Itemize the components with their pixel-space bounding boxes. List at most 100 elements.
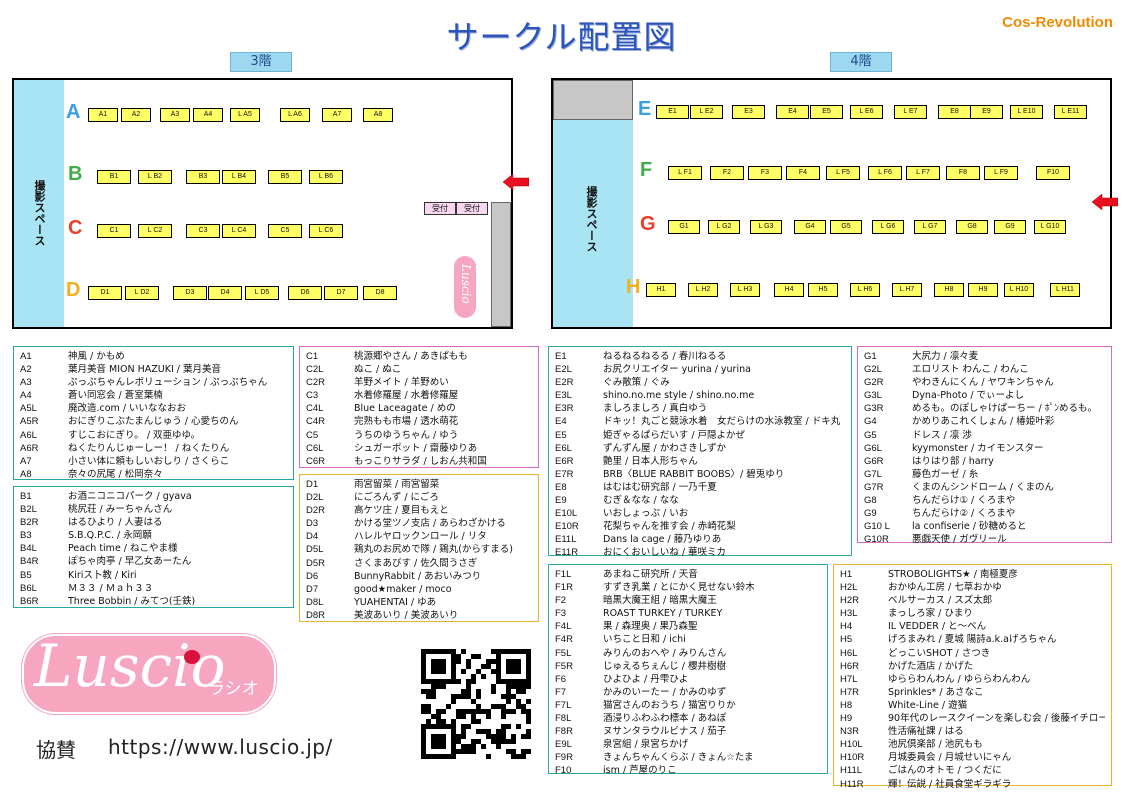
booth-f4[interactable]: F4	[786, 166, 820, 180]
booth-g8[interactable]: G8	[956, 220, 988, 234]
booth-d3[interactable]: D3	[173, 286, 207, 300]
booth-g3[interactable]: L G3	[750, 220, 782, 234]
booth-a2[interactable]: A2	[121, 108, 151, 122]
booth-c1[interactable]: C1	[97, 224, 131, 238]
booth-f2[interactable]: F2	[710, 166, 744, 180]
booth-b1[interactable]: B1	[97, 170, 131, 184]
booth-b3[interactable]: B3	[186, 170, 220, 184]
booth-f1[interactable]: L F1	[668, 166, 702, 180]
booth-e11[interactable]: L E11	[1054, 105, 1087, 119]
booth-h4[interactable]: H4	[774, 283, 804, 297]
booth-h10[interactable]: L H10	[1004, 283, 1034, 297]
booth-h3[interactable]: L H3	[730, 283, 760, 297]
booth-h5[interactable]: H5	[808, 283, 838, 297]
booth-f10[interactable]: F10	[1036, 166, 1070, 180]
booth-h7[interactable]: L H7	[892, 283, 922, 297]
booth-a8[interactable]: A8	[363, 108, 393, 122]
booth-f6[interactable]: L F6	[868, 166, 902, 180]
booth-g7[interactable]: L G7	[914, 220, 946, 234]
booth-g5[interactable]: G5	[830, 220, 862, 234]
booth-a7[interactable]: A7	[322, 108, 352, 122]
booth-g4[interactable]: G4	[794, 220, 826, 234]
booth-b2[interactable]: L B2	[138, 170, 172, 184]
booth-a3[interactable]: A3	[160, 108, 190, 122]
booth-b6[interactable]: L B6	[309, 170, 343, 184]
booth-g1[interactable]: G1	[668, 220, 700, 234]
booth-d7[interactable]: D7	[324, 286, 358, 300]
booth-c5[interactable]: C5	[268, 224, 302, 238]
booth-e5[interactable]: E5	[810, 105, 843, 119]
booth-g9[interactable]: G9	[994, 220, 1026, 234]
booth-a5[interactable]: L A5	[230, 108, 260, 122]
booth-a6[interactable]: L A6	[280, 108, 310, 122]
booth-b4[interactable]: L B4	[222, 170, 256, 184]
booth-g2[interactable]: L G2	[708, 220, 740, 234]
booth-e2[interactable]: L E2	[690, 105, 723, 119]
booth-e6[interactable]: L E6	[850, 105, 883, 119]
booth-h8[interactable]: H8	[934, 283, 964, 297]
booth-c4[interactable]: L C4	[222, 224, 256, 238]
booth-e1[interactable]: E1	[656, 105, 689, 119]
booth-e4[interactable]: E4	[776, 105, 809, 119]
booth-h2[interactable]: L H2	[688, 283, 718, 297]
booth-e9[interactable]: E9	[970, 105, 1003, 119]
booth-d4[interactable]: D4	[208, 286, 242, 300]
booth-e8[interactable]: E8	[938, 105, 971, 119]
